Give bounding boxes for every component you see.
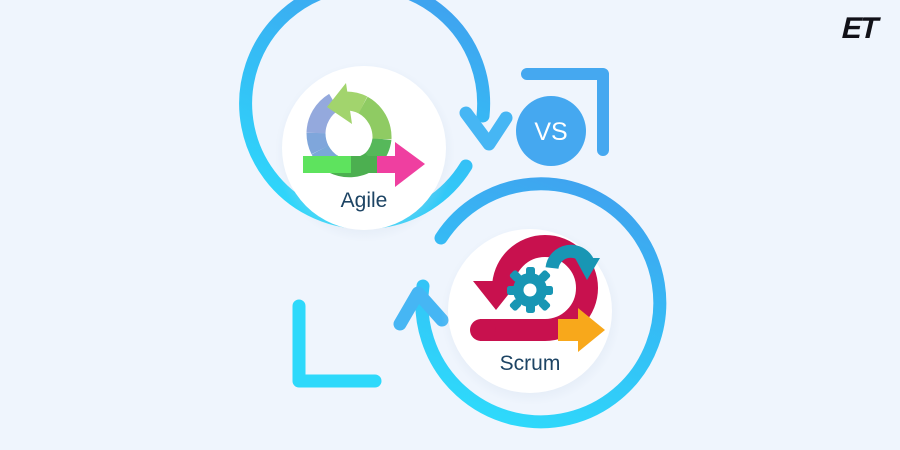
bottom-loop-ring <box>415 177 667 429</box>
scrum-bar-crimson <box>470 319 496 341</box>
brand-logo: ET <box>841 12 877 45</box>
agile-ring-seg-upper-right <box>357 96 392 140</box>
top-right-corner-bracket <box>521 68 609 156</box>
agile-cycle-icon <box>303 83 425 187</box>
vs-badge-group[interactable]: VS <box>516 68 609 166</box>
agile-cycle-arrowhead <box>327 83 352 124</box>
agile-card-label: Agile <box>341 189 388 212</box>
agile-ring-seg-left <box>306 132 329 155</box>
scrum-card-label: Scrum <box>500 352 561 375</box>
scrum-card[interactable]: Scrum <box>441 225 621 405</box>
scrum-return-arrowhead-teal <box>575 258 600 280</box>
top-loop-arrowhead <box>459 106 513 151</box>
agile-card[interactable]: Agile <box>275 62 455 242</box>
scrum-return-arrow-teal <box>545 244 594 270</box>
bottom-loop-arrowhead <box>393 286 449 331</box>
scrum-sprint-icon <box>470 235 605 352</box>
scrum-forward-arrowhead <box>578 308 605 352</box>
scrum-gear-icon <box>507 267 553 313</box>
agile-forward-arrowhead <box>395 142 425 187</box>
vs-badge-label: VS <box>534 118 567 146</box>
agile-bar-green <box>303 156 351 173</box>
agile-bar-midgreen <box>351 156 377 173</box>
vs-badge-circle[interactable] <box>516 96 586 166</box>
bottom-left-corner-bracket <box>292 299 382 388</box>
